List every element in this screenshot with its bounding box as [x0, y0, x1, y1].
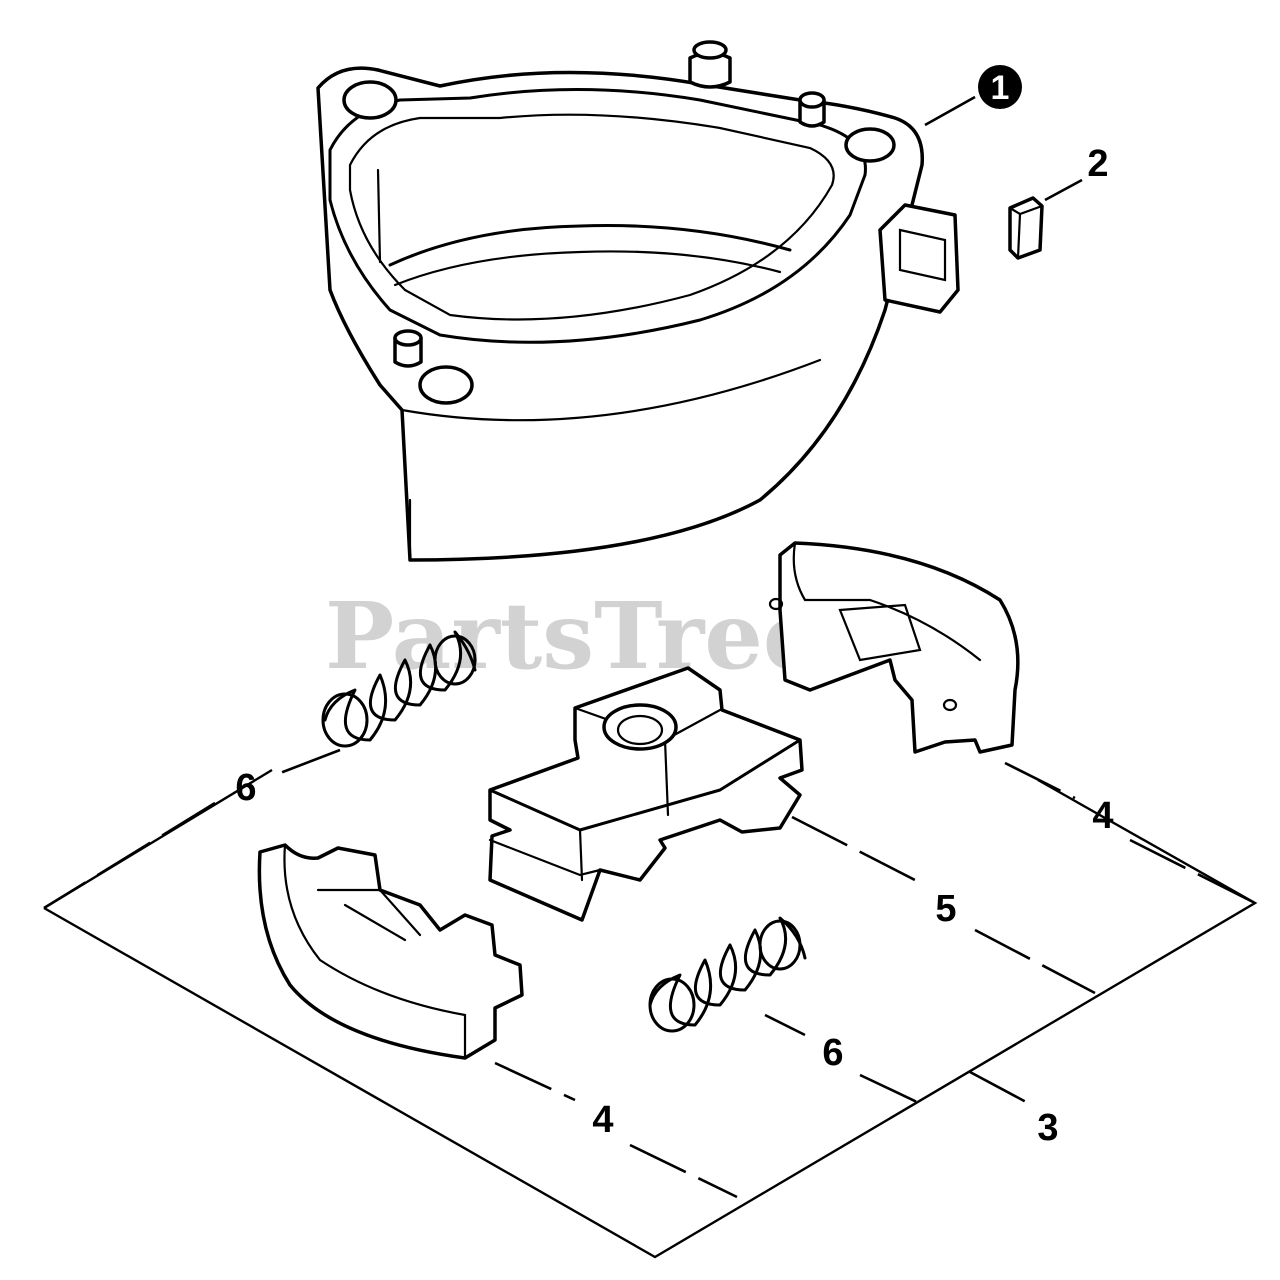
callout-4-upper: 4 — [1092, 795, 1113, 837]
callout-2: 2 — [1087, 143, 1108, 185]
callout-5: 5 — [935, 888, 956, 930]
callout-1-badge: 1 — [924, 65, 1022, 127]
clutch-spring-lower[interactable] — [648, 916, 807, 1033]
clutch-shoe-lower[interactable] — [257, 843, 524, 1060]
clutch-hub[interactable] — [488, 666, 804, 922]
clutch-spring-upper[interactable] — [321, 630, 477, 748]
clutch-shoe-upper[interactable] — [768, 541, 1020, 754]
callout-6-lower: 6 — [822, 1032, 843, 1074]
callout-6-upper: 6 — [235, 767, 256, 809]
callout-4-lower: 4 — [592, 1099, 613, 1141]
watermark-text: PartsTree — [325, 582, 821, 690]
callout-3: 3 — [1037, 1107, 1058, 1149]
callout-1: 1 — [991, 69, 1010, 107]
clutch-housing[interactable] — [316, 40, 960, 562]
key[interactable] — [1008, 196, 1044, 260]
